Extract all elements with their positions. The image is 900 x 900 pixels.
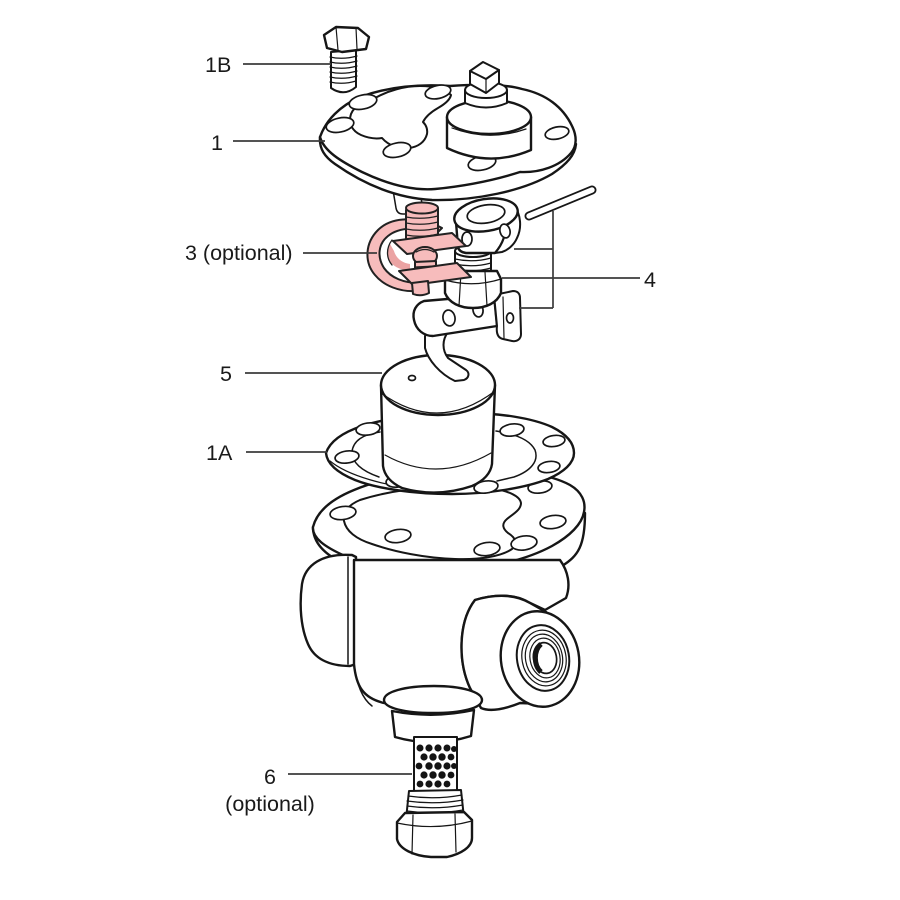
label-4: 4	[644, 268, 656, 292]
plug-hex-nut	[395, 810, 474, 859]
leader-4-branched	[502, 211, 640, 309]
strainer-perforations	[415, 744, 457, 788]
cover-bolt	[322, 25, 371, 94]
yoke-bracket	[453, 197, 522, 255]
outlet-port	[460, 594, 581, 711]
clamp-nub	[411, 280, 430, 297]
label-1a: 1A	[206, 441, 233, 465]
label-6: 6	[264, 765, 276, 789]
trap-body	[299, 467, 587, 744]
label-1: 1	[211, 131, 223, 155]
strainer-assembly	[395, 736, 474, 859]
bucket-vent-hole	[407, 374, 417, 382]
inverted-bucket	[379, 325, 497, 494]
strainer-pocket	[299, 553, 358, 668]
port-bore-shadow	[532, 642, 543, 674]
pivot-pin	[524, 185, 597, 221]
label-1b: 1B	[205, 53, 231, 77]
labels: 1B 1 3 (optional) 4 5 1A 6 (optional)	[185, 53, 656, 816]
cover-boss	[445, 61, 533, 160]
leader-lines	[233, 63, 640, 775]
square-head-plug	[469, 61, 500, 94]
clamp-assembly-highlighted	[366, 201, 472, 297]
label-6-optional: (optional)	[225, 792, 315, 816]
clamp-upper-plate	[392, 232, 467, 255]
drain-neck	[382, 684, 484, 744]
cover-bolt-holes	[325, 84, 570, 172]
clamp-lower-plate	[398, 262, 472, 286]
cover	[318, 61, 578, 202]
label-5: 5	[220, 362, 232, 386]
label-3-optional: 3 (optional)	[185, 241, 293, 265]
